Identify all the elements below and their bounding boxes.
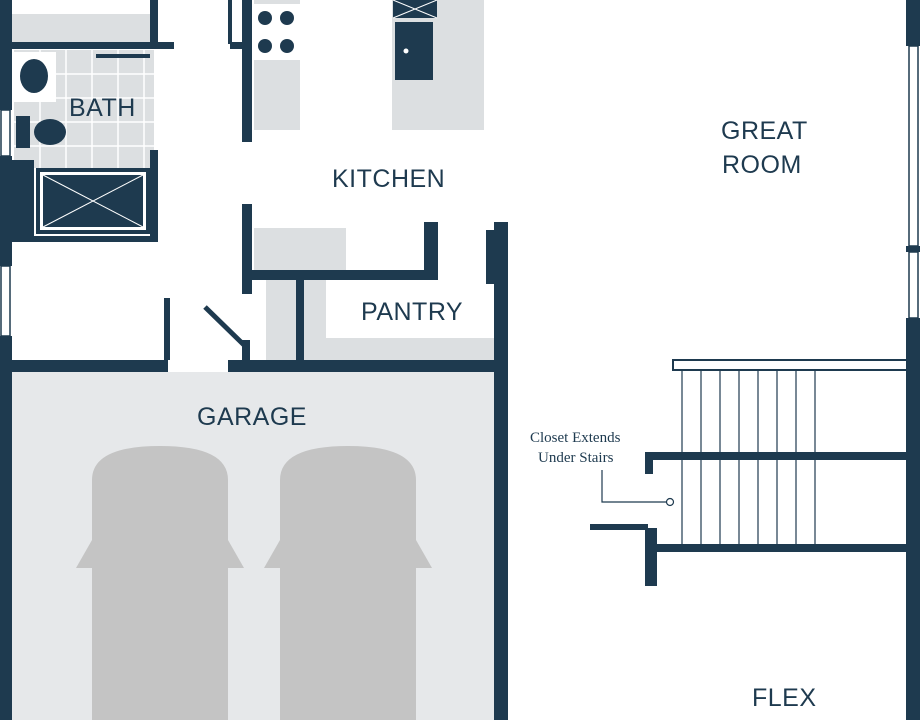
stair-wall-post <box>645 452 653 474</box>
exterior-wall-right <box>906 318 920 720</box>
label-pantry: PANTRY <box>361 298 463 326</box>
stair-wall-post <box>645 528 657 586</box>
exterior-wall-left <box>0 0 12 110</box>
window <box>0 265 11 337</box>
bath-right-wall <box>150 150 158 242</box>
kitchen-area <box>254 0 484 272</box>
pantry-divider <box>296 280 304 362</box>
label-bath: BATH <box>69 94 136 122</box>
garage-area <box>12 372 494 720</box>
toilet-bowl-icon <box>34 119 66 145</box>
garage-top-wall <box>228 360 508 372</box>
dishwasher-icon <box>395 22 433 80</box>
stair-rail-top <box>672 359 908 371</box>
stair-wall-bottom <box>645 544 907 552</box>
bath-closet-block <box>0 160 34 240</box>
label-garage: GARAGE <box>197 403 307 431</box>
garage-door-jamb <box>242 340 250 362</box>
kitchen-wall <box>242 270 432 280</box>
kitchen-wall <box>242 0 252 142</box>
sink-icon <box>20 59 48 93</box>
exterior-wall-right <box>906 0 920 46</box>
stair-ledge <box>590 524 648 530</box>
kitchen-wall <box>230 42 244 49</box>
kitchen-wall <box>242 204 252 294</box>
vehicle-right <box>264 446 432 720</box>
vehicle-left <box>76 446 244 720</box>
pantry-area <box>266 280 498 360</box>
room-labels: BATH KITCHEN GREAT ROOM PANTRY GARAGE FL… <box>69 94 817 712</box>
shower-drain-icon <box>42 174 144 228</box>
island-sink-x <box>392 0 438 19</box>
garage-top-wall <box>0 360 168 372</box>
garage-door-swing <box>203 305 246 347</box>
pantry-right-wall <box>494 222 508 720</box>
kitchen-wall <box>424 222 438 280</box>
bath-window <box>0 109 11 157</box>
exterior-wall-right <box>906 246 920 252</box>
label-kitchen: KITCHEN <box>332 165 445 193</box>
pantry-shelf-left <box>266 280 296 360</box>
label-great-room-2: ROOM <box>722 151 802 179</box>
bath-bottom-wall <box>12 236 158 242</box>
staircase <box>590 359 908 586</box>
lower-counter <box>254 228 346 272</box>
label-great-room-1: GREAT <box>721 117 808 145</box>
bath-area <box>0 14 154 234</box>
pantry-shelf-bottom <box>304 338 498 360</box>
stair-wall-middle <box>645 452 907 460</box>
window <box>908 251 919 319</box>
kitchen-wall <box>228 0 232 44</box>
bath-door-jamb <box>96 54 150 58</box>
closet-leader-dot <box>665 497 675 507</box>
label-flex: FLEX <box>752 684 817 712</box>
note-closet-line1: Closet Extends <box>530 430 621 446</box>
closet-leader-line <box>601 470 667 503</box>
bath-top-wall <box>12 42 174 49</box>
dishwasher-handle-icon <box>403 48 409 54</box>
burner-icon <box>280 11 294 25</box>
note-closet-line2: Under Stairs <box>538 450 614 466</box>
burner-icon <box>280 39 294 53</box>
bath-right-wall <box>150 0 158 48</box>
garage-door-jamb <box>164 298 170 360</box>
bath-counter <box>12 14 150 44</box>
window <box>908 45 919 247</box>
burner-icon <box>258 39 272 53</box>
toilet-tank-icon <box>16 116 30 148</box>
burner-icon <box>258 11 272 25</box>
pantry-wall <box>486 230 494 284</box>
exterior-wall-left <box>0 336 12 720</box>
